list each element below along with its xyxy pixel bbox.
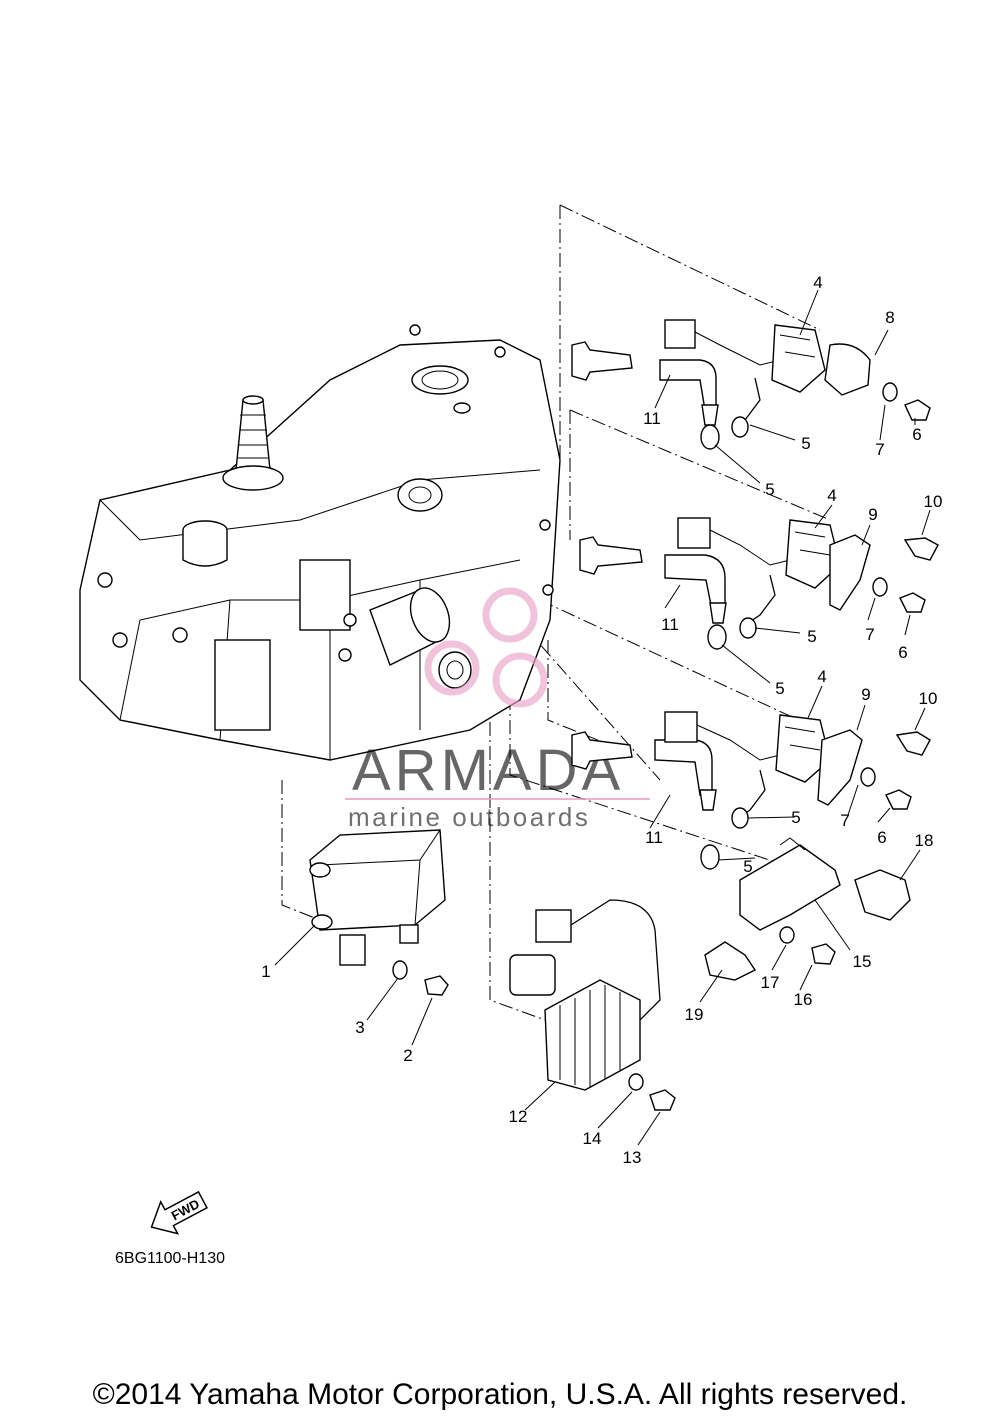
callout-2: 2 xyxy=(403,1046,412,1065)
callout-14: 14 xyxy=(583,1129,602,1148)
callout-leaders xyxy=(274,289,931,1146)
callout-5-e: 5 xyxy=(791,808,800,827)
callout-18: 18 xyxy=(915,831,934,850)
callout-11-b: 11 xyxy=(661,615,679,634)
fwd-arrow-icon: FWD xyxy=(150,1190,208,1235)
cdi-unit xyxy=(309,829,449,996)
callout-5-f: 5 xyxy=(743,857,752,876)
callout-10-b: 10 xyxy=(919,689,938,708)
callout-17: 17 xyxy=(761,973,780,992)
callout-11-a: 11 xyxy=(643,409,661,428)
callout-7-b: 7 xyxy=(865,625,874,644)
callout-10-a: 10 xyxy=(924,492,943,511)
callout-1: 1 xyxy=(261,962,270,981)
callout-16: 16 xyxy=(794,990,813,1009)
callout-19: 19 xyxy=(685,1005,704,1024)
engine-block xyxy=(79,324,561,761)
watermark-tagline: marine outboards xyxy=(348,802,590,832)
callout-6-b: 6 xyxy=(898,643,907,662)
callout-9-a: 9 xyxy=(868,505,877,524)
ignition-coil-1 xyxy=(571,319,931,450)
callout-5-d: 5 xyxy=(775,679,784,698)
callout-4-b: 4 xyxy=(827,486,836,505)
diagram-code: 6BG1100-H130 xyxy=(115,1250,225,1267)
callout-6-a: 6 xyxy=(912,425,921,444)
callout-7-c: 7 xyxy=(840,811,849,830)
callout-3: 3 xyxy=(355,1018,364,1037)
callout-8: 8 xyxy=(885,308,894,327)
ignition-coil-3 xyxy=(571,711,931,870)
callout-6-c: 6 xyxy=(877,828,886,847)
bracket xyxy=(704,837,911,981)
callout-12: 12 xyxy=(509,1107,528,1126)
callout-11-c: 11 xyxy=(645,828,663,847)
ignition-coil-2 xyxy=(579,517,939,650)
callout-labels: 4 8 11 5 7 6 5 4 9 10 11 5 7 6 5 4 9 10 … xyxy=(261,273,942,1167)
callout-4-a: 4 xyxy=(813,273,822,292)
copyright-notice: ©2014 Yamaha Motor Corporation, U.S.A. A… xyxy=(92,1378,908,1411)
callout-7-a: 7 xyxy=(875,440,884,459)
callout-5-b: 5 xyxy=(765,480,774,499)
callout-9-b: 9 xyxy=(861,685,870,704)
callout-4-c: 4 xyxy=(817,667,826,686)
callout-5-c: 5 xyxy=(807,627,816,646)
callout-15: 15 xyxy=(853,952,872,971)
rectifier-regulator xyxy=(509,899,676,1111)
callout-13: 13 xyxy=(623,1148,642,1167)
callout-5-a: 5 xyxy=(801,434,810,453)
